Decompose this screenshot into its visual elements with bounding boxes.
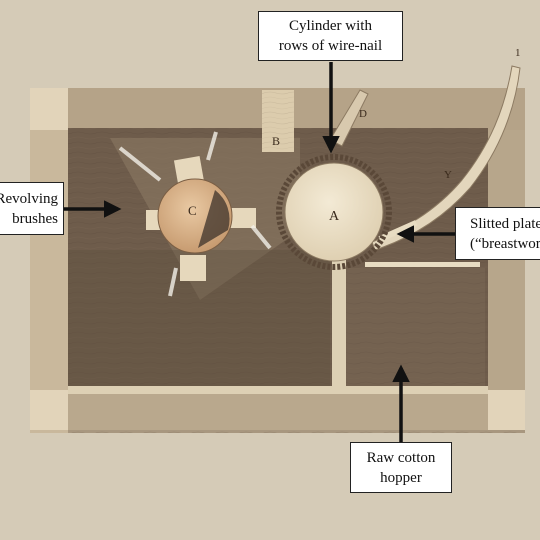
letter-y: Y: [444, 169, 452, 181]
callout-breastwork: Slitted plate (“breastwork”): [455, 207, 540, 260]
callout-cylinder: Cylinder with rows of wire-nail: [258, 11, 403, 61]
figure-number: 1: [515, 47, 521, 59]
callout-hopper-line2: hopper: [380, 469, 422, 486]
callout-cylinder-line1: Cylinder with: [289, 18, 372, 34]
callout-brushes: Revolving brushes: [0, 182, 64, 235]
letter-d: D: [359, 108, 367, 120]
callout-brushes-line1: Revolving: [0, 190, 58, 207]
letter-b: B: [272, 134, 280, 148]
brush-cylinder: [118, 131, 272, 297]
callout-hopper: Raw cotton hopper: [350, 442, 452, 493]
beam-b: [262, 90, 294, 152]
callout-brushes-line2: brushes: [12, 210, 58, 227]
letter-a: A: [329, 209, 340, 224]
wire-nail-cylinder: [276, 154, 392, 270]
callout-cylinder-line2: rows of wire-nail: [278, 38, 383, 54]
callout-breastwork-line1: Slitted plate: [470, 215, 540, 232]
cotton-hopper: [68, 258, 488, 394]
callout-breastwork-line2: (“breastwork”): [470, 235, 540, 252]
callout-hopper-line1: Raw cotton: [366, 449, 436, 466]
letter-c: C: [188, 203, 197, 218]
